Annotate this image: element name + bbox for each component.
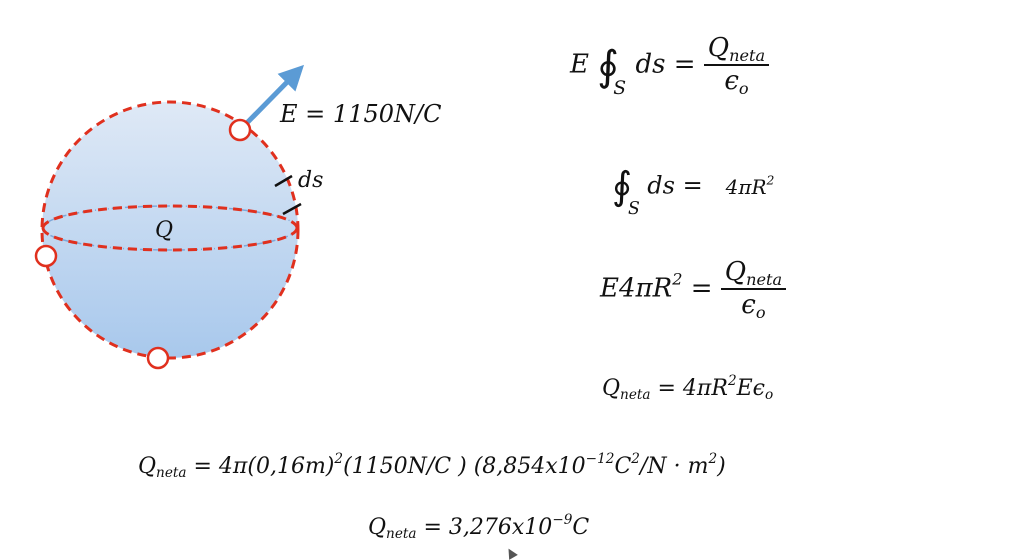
equation-3: E4πR2 = Qneta ϵo xyxy=(600,257,787,321)
surface-point-top xyxy=(228,118,252,142)
field-label: E = 1150N/C xyxy=(280,100,442,128)
fraction-q-over-eps: Qneta ϵo xyxy=(703,33,770,97)
ds-tick-lower xyxy=(282,202,302,216)
equation-5: Qneta = 4π(0,16m)2(1150N/C ) (8,854x10−1… xyxy=(138,450,726,482)
sphere xyxy=(42,102,298,358)
fraction-q-over-eps: Qneta ϵo xyxy=(720,257,787,321)
surface-point-left xyxy=(34,244,58,268)
charge-label: Q xyxy=(155,218,174,243)
equation-2: ∮S ds = 4πR2 xyxy=(612,164,775,220)
equation-6-result: Qneta = 3,276x10−9C xyxy=(368,511,590,543)
surface-point-bottom xyxy=(146,346,170,370)
equator-top xyxy=(41,204,299,229)
equation-4: Qneta = 4πR2Eϵo xyxy=(602,372,774,404)
contour-integral-symbol: ∮S xyxy=(612,164,640,220)
field-vector-arrow xyxy=(238,64,305,132)
ds-label: ds xyxy=(298,168,324,193)
contour-integral-symbol: ∮S xyxy=(597,40,627,99)
equator-front xyxy=(41,227,299,252)
equation-1: E ∮S ds = Qneta ϵo xyxy=(570,33,770,99)
ds-tick-upper xyxy=(274,174,293,188)
